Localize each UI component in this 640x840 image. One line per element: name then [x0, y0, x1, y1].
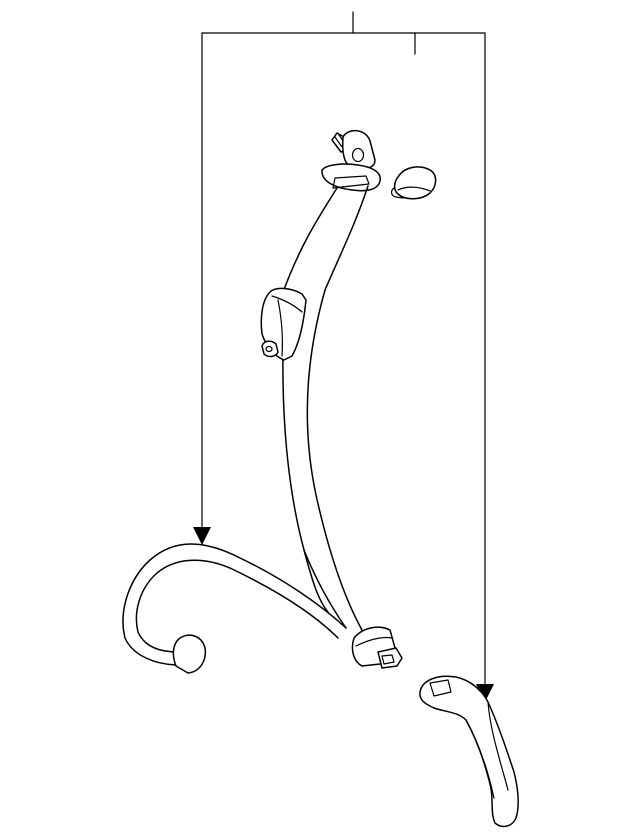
callout-leader: [193, 11, 494, 702]
webbing: [281, 185, 369, 631]
buckle: [419, 675, 519, 828]
tongue-plate: [351, 626, 403, 669]
lap-belt-anchor: [122, 543, 347, 674]
retractor: [260, 287, 307, 361]
shoulder-guide: [321, 129, 381, 192]
arrow-right: [476, 684, 494, 702]
arrow-left: [193, 527, 211, 545]
guide-cap: [390, 166, 437, 200]
